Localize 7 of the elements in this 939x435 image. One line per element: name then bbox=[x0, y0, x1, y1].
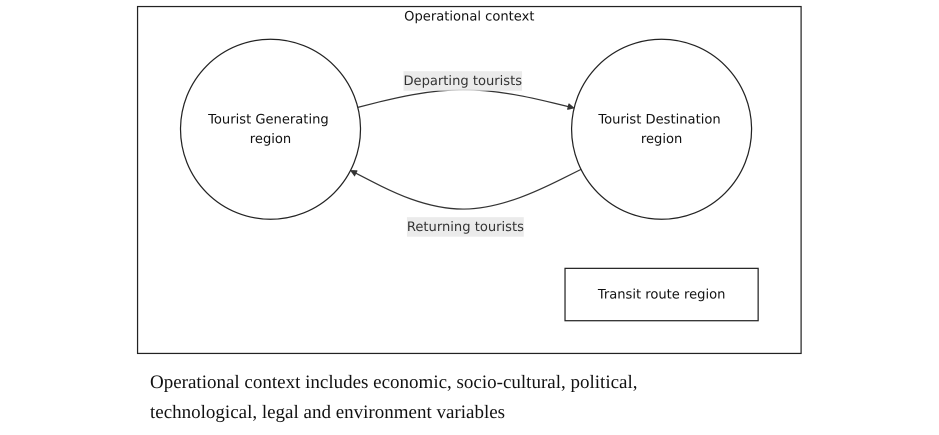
edge-label: Departing tourists bbox=[404, 72, 522, 88]
node-circle: Tourist Generating region bbox=[180, 38, 362, 220]
edge-label: Returning tourists bbox=[407, 218, 524, 234]
node-circle: Tourist Destination region bbox=[571, 38, 752, 220]
arrow bbox=[350, 168, 582, 210]
node-box: Transit route region bbox=[564, 268, 759, 322]
caption: Operational context includes economic, socio-cultural, political, technological, legal and environment variables bbox=[150, 371, 639, 425]
